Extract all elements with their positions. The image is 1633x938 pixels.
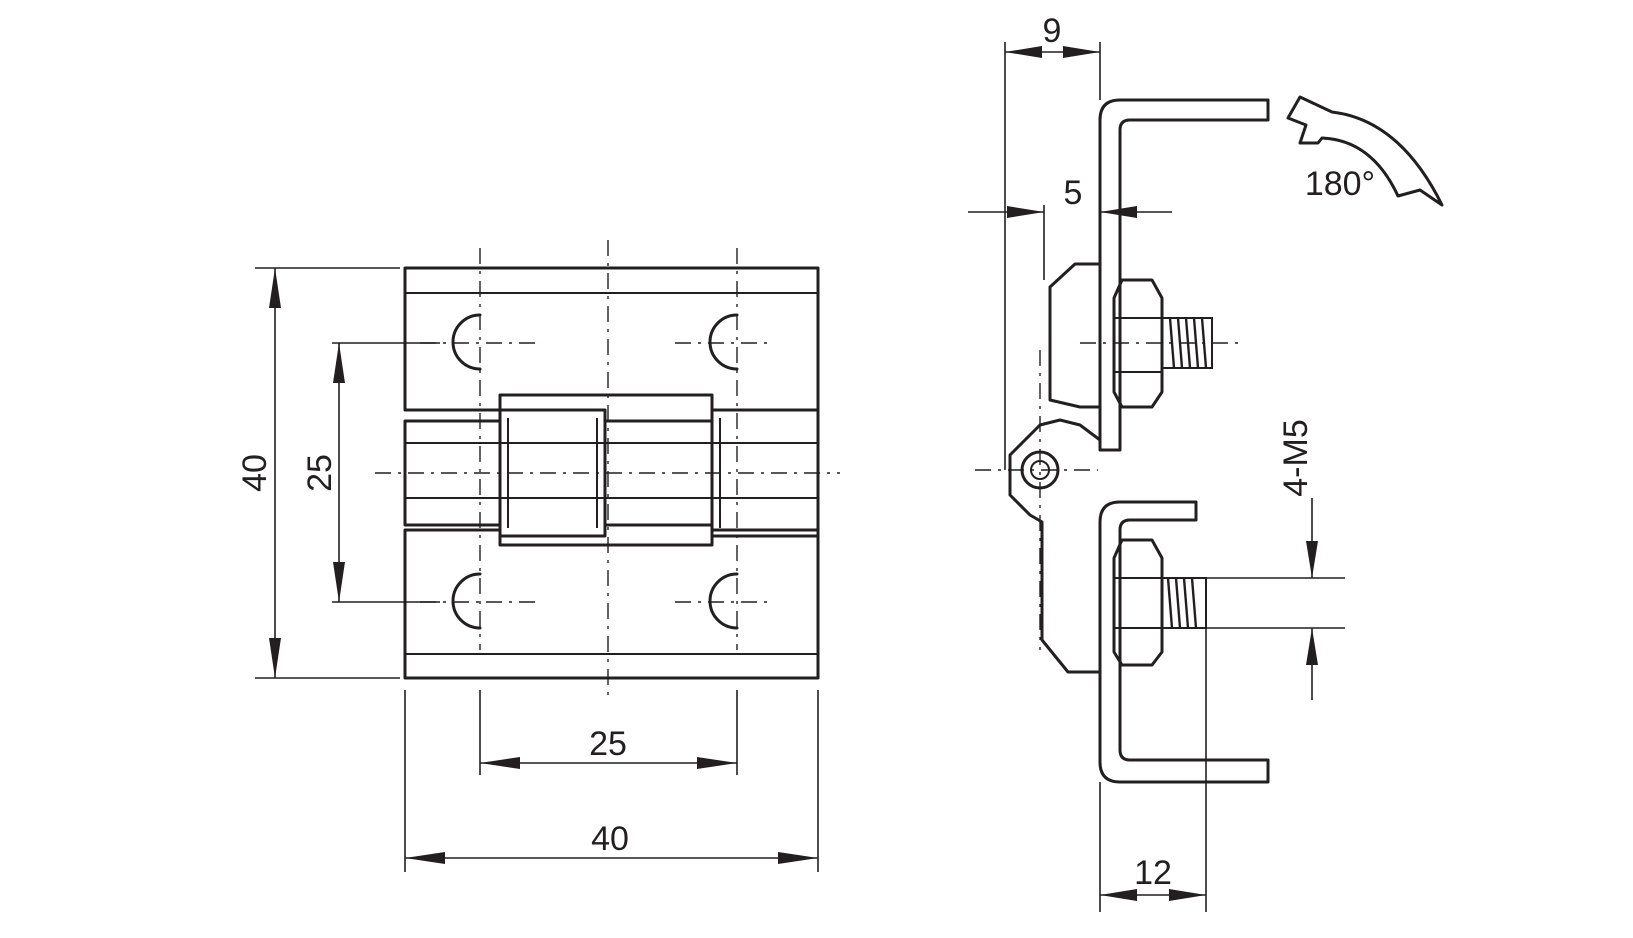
front-extension-lines xyxy=(255,267,819,872)
dim-side-bottom-depth: 12 xyxy=(1100,854,1206,901)
front-top-leaf xyxy=(403,266,820,412)
side-upper-plate xyxy=(1048,262,1102,409)
dim-side-top-offset: 9 xyxy=(1005,12,1100,58)
rotation-arrow-icon xyxy=(1286,95,1444,207)
dim-side-leaf-offset-label: 5 xyxy=(1064,174,1083,212)
dim-hole-spacing-horizontal: 25 xyxy=(480,725,737,769)
side-top-bracket xyxy=(1098,98,1270,452)
rotation-angle-label: 180° xyxy=(1305,165,1375,203)
hole-top-left xyxy=(451,313,482,371)
knuckle-right xyxy=(710,408,820,538)
side-centerlines xyxy=(975,342,1240,650)
dim-front-height: 40 xyxy=(236,268,281,678)
dim-front-width: 40 xyxy=(405,820,818,864)
bottom-thread xyxy=(1166,577,1198,629)
dim-side-leaf-offset: 5 xyxy=(968,174,1172,218)
hole-bottom-right xyxy=(708,572,739,630)
front-holes xyxy=(451,313,739,630)
rotation-indicator: 180° xyxy=(1286,95,1444,207)
side-bottom-fastener xyxy=(1112,538,1207,667)
front-view: 40 25 25 40 xyxy=(236,240,840,872)
dim-front-height-label: 40 xyxy=(236,454,274,492)
front-centerlines xyxy=(375,240,840,700)
dim-front-width-label: 40 xyxy=(591,820,629,858)
hole-top-right xyxy=(708,313,739,371)
front-bottom-leaf xyxy=(403,528,820,680)
side-bottom-bracket xyxy=(1098,500,1270,784)
hole-bottom-left xyxy=(451,572,482,630)
side-extension-lines xyxy=(1004,42,1345,912)
dim-hole-spacing-vertical-label: 25 xyxy=(301,454,339,492)
dim-side-thread: 4-M5 xyxy=(1277,419,1318,700)
dim-side-bottom-depth-label: 12 xyxy=(1134,854,1172,892)
dim-hole-spacing-horizontal-label: 25 xyxy=(589,725,627,763)
dim-hole-spacing-vertical: 25 xyxy=(301,343,345,602)
side-view: 9 5 4-M5 12 180° xyxy=(968,12,1444,912)
dim-side-top-offset-label: 9 xyxy=(1043,12,1062,50)
dim-side-thread-label: 4-M5 xyxy=(1277,419,1315,496)
side-pivot-leaf xyxy=(1008,418,1102,674)
